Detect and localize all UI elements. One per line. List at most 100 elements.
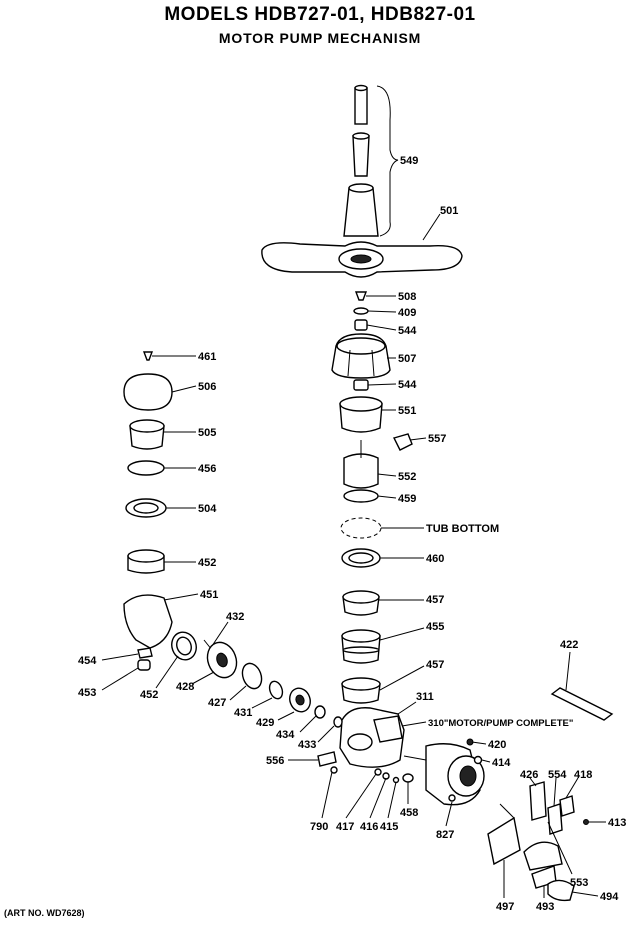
callout-505: 505 — [198, 427, 216, 439]
part-452-clamp-lower — [171, 631, 197, 661]
part-790-screw — [330, 766, 338, 774]
callout-459: 459 — [398, 493, 416, 505]
callout-311: 311 — [416, 691, 434, 703]
callout-553: 553 — [570, 877, 588, 889]
callout-431: 431 — [234, 707, 252, 719]
part-554-actuator — [547, 803, 563, 835]
callout-428: 428 — [176, 681, 194, 693]
callout-556: 556 — [266, 755, 284, 767]
part-494-cam — [547, 879, 575, 902]
part-311-pump-housing — [339, 707, 405, 768]
part-433-nut — [333, 716, 343, 728]
callout-422: 422 — [560, 639, 578, 651]
callout-551: 551 — [398, 405, 416, 417]
tub-bottom-opening — [340, 517, 382, 539]
callout-409: 409 — [398, 307, 416, 319]
callout-457-upper: 457 — [426, 594, 444, 606]
part-501-spray-arm — [261, 241, 463, 278]
callout-461: 461 — [198, 351, 216, 363]
callout-457-lower: 457 — [426, 659, 444, 671]
part-459-seal — [343, 489, 379, 503]
leader-lines — [101, 213, 606, 898]
part-552-housing — [343, 440, 379, 489]
part-418-spring — [559, 795, 575, 817]
part-505-filter — [129, 419, 165, 450]
callout-453: 453 — [78, 687, 96, 699]
callout-504: 504 — [198, 503, 217, 515]
callout-790: 790 — [310, 821, 328, 833]
callout-427: 427 — [208, 697, 226, 709]
part-417-washer — [374, 768, 382, 776]
part-429-impeller — [289, 687, 311, 713]
callout-452-upper: 452 — [198, 557, 216, 569]
callout-458: 458 — [400, 807, 418, 819]
callout-416: 416 — [360, 821, 378, 833]
part-422-tube — [550, 687, 614, 721]
part-415-screw — [392, 776, 400, 784]
part-497-bracket — [487, 803, 521, 866]
callout-455: 455 — [426, 621, 444, 633]
callout-451: 451 — [200, 589, 218, 601]
diagram-title: MODELS HDB727-01, HDB827-01 — [164, 4, 476, 25]
part-544-bearing-lower — [353, 379, 369, 391]
callout-557: 557 — [428, 433, 446, 445]
callout-494: 494 — [600, 891, 619, 903]
part-454-clip — [137, 647, 153, 659]
callout-554: 554 — [548, 769, 567, 781]
callout-418: 418 — [574, 769, 592, 781]
callout-544-lower: 544 — [398, 379, 417, 391]
art-number: (ART NO. WD7628) — [4, 908, 85, 918]
callout-454: 454 — [78, 655, 97, 667]
part-414-nut — [473, 755, 483, 765]
callout-456: 456 — [198, 463, 216, 475]
part-427-seal — [241, 662, 263, 690]
part-508-screw — [354, 291, 368, 301]
callout-827: 827 — [436, 829, 454, 841]
part-434-seal — [314, 705, 326, 719]
part-456-ring — [127, 460, 165, 476]
callout-497: 497 — [496, 901, 514, 913]
part-458-plug — [402, 773, 414, 783]
part-551-ring — [339, 396, 383, 433]
part-553-mount — [523, 841, 563, 871]
callout-414: 414 — [492, 757, 511, 769]
callout-433: 433 — [298, 739, 316, 751]
callout-507: 507 — [398, 353, 416, 365]
callout-417: 417 — [336, 821, 354, 833]
callout-508: 508 — [398, 291, 416, 303]
part-556-plug — [317, 751, 337, 767]
part-457-ring-upper — [342, 590, 380, 616]
part-451-hose — [123, 594, 173, 649]
part-544-bearing-upper — [354, 319, 368, 331]
part-428-impeller — [206, 641, 238, 679]
callout-460: 460 — [426, 553, 444, 565]
callout-413: 413 — [608, 817, 626, 829]
callout-310-motor-pump-complete: 310"MOTOR/PUMP COMPLETE" — [428, 718, 573, 729]
part-549-spray-tower — [343, 84, 399, 237]
part-507-hub — [331, 333, 391, 379]
part-455-strainer — [341, 629, 381, 664]
callout-429: 429 — [256, 717, 274, 729]
part-557-clip — [392, 433, 413, 451]
callout-420: 420 — [488, 739, 506, 751]
callout-493: 493 — [536, 901, 554, 913]
callout-549: 549 — [400, 155, 418, 167]
motor-assembly — [403, 743, 485, 806]
callout-452-lower: 452 — [140, 689, 158, 701]
callout-415: 415 — [380, 821, 398, 833]
callout-labels: 549 501 508 409 544 507 544 551 557 552 … — [78, 155, 626, 913]
callout-506: 506 — [198, 381, 216, 393]
part-453-valve — [137, 659, 151, 671]
callout-552: 552 — [398, 471, 416, 483]
callout-tub-bottom: TUB BOTTOM — [426, 523, 499, 535]
part-461-screw — [142, 351, 154, 361]
callout-432: 432 — [226, 611, 244, 623]
part-431-washer — [268, 680, 284, 700]
part-452-clamp-upper — [127, 549, 165, 574]
callout-426: 426 — [520, 769, 538, 781]
callout-501: 501 — [440, 205, 458, 217]
part-426-switch — [529, 781, 547, 821]
part-504-gasket — [125, 498, 167, 518]
part-506-cap — [123, 373, 173, 411]
